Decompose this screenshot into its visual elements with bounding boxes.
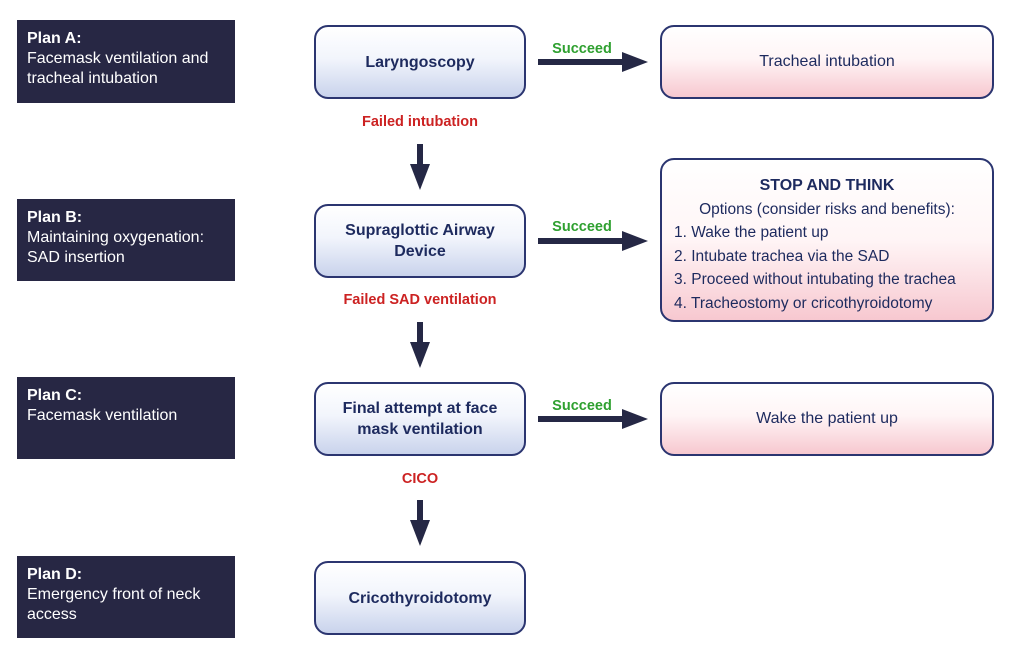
plan-d-description: Emergency front of neck access xyxy=(27,586,201,623)
failed-intubation-label: Failed intubation xyxy=(362,114,478,130)
option-item: 2. Intubate trachea via the SAD xyxy=(674,247,890,265)
down-arrow-icon xyxy=(410,500,430,546)
plan-a-description: Facemask ventilation and tracheal intuba… xyxy=(27,50,209,87)
failed-sad-ventilation-label: Failed SAD ventilation xyxy=(343,292,497,308)
step-final-facemask-attempt: Final attempt at face mask ventilation xyxy=(314,382,526,456)
succeed-label-b: Succeed xyxy=(552,219,612,235)
plan-d-title: Plan D: xyxy=(27,566,83,583)
option-item: 3. Proceed without intubating the trache… xyxy=(674,271,956,288)
step-cricothyroidotomy: Cricothyroidotomy xyxy=(314,561,526,635)
step-laryngoscopy: Laryngoscopy xyxy=(314,25,526,99)
step-supraglottic-airway-device: Supraglottic Airway Device xyxy=(314,204,526,278)
plan-a-label: Plan A: Facemask ventilation and trachea… xyxy=(17,20,235,103)
option-item: 4. Tracheostomy or cricothyroidotomy xyxy=(674,294,933,312)
plan-b-label: Plan B: Maintaining oxygenation: SAD ins… xyxy=(17,199,235,281)
plan-c-label: Plan C: Facemask ventilation xyxy=(17,377,235,459)
right-arrow-icon xyxy=(538,231,648,251)
right-arrow-icon xyxy=(538,409,648,429)
plan-b-description: Maintaining oxygenation: SAD insertion xyxy=(27,229,205,266)
plan-b-title: Plan B: xyxy=(27,209,83,226)
plan-d-label: Plan D: Emergency front of neck access xyxy=(17,556,235,638)
cico-label: CICO xyxy=(401,471,439,487)
succeed-label-c: Succeed xyxy=(552,398,612,414)
plan-a-title: Plan A: xyxy=(27,30,82,47)
succeed-label-a: Succeed xyxy=(552,41,612,57)
outcome-wake-patient-up: Wake the patient up xyxy=(660,382,994,456)
down-arrow-icon xyxy=(410,144,430,190)
right-arrow-icon xyxy=(538,52,648,72)
plan-c-title: Plan C: xyxy=(27,387,83,404)
stop-and-think-box: STOP AND THINK Options (consider risks a… xyxy=(660,158,994,322)
stop-and-think-intro: Options (consider risks and benefits): xyxy=(699,200,955,218)
option-item: 1. Wake the patient up xyxy=(674,224,829,241)
outcome-tracheal-intubation: Tracheal intubation xyxy=(660,25,994,99)
stop-and-think-title: STOP AND THINK xyxy=(759,177,895,194)
down-arrow-icon xyxy=(410,322,430,368)
plan-c-description: Facemask ventilation xyxy=(27,407,178,424)
